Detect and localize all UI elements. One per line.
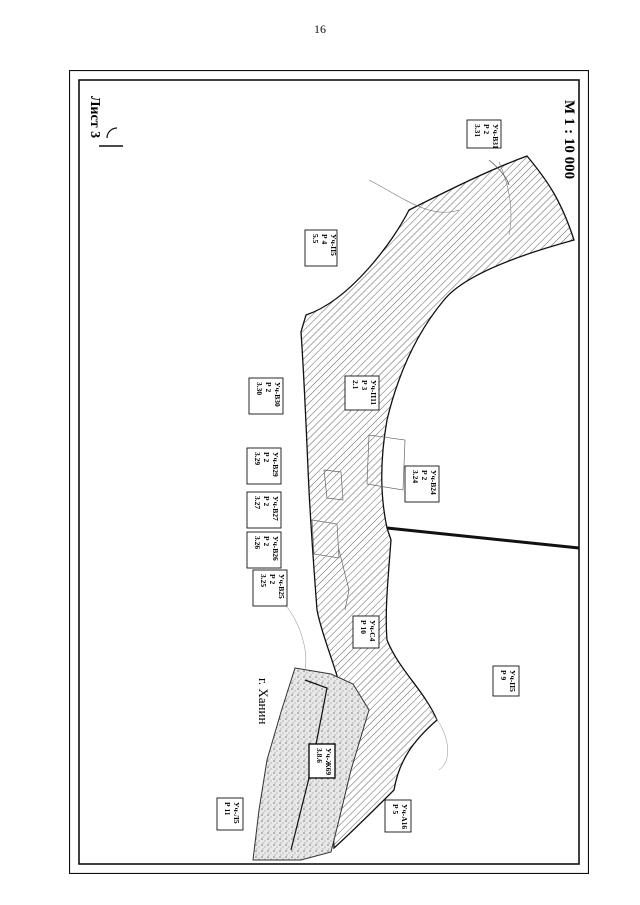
page-number: 16 [314, 22, 326, 36]
parcel-outline [366, 434, 406, 491]
zone-code: 3.24 [411, 470, 420, 483]
contour-line [498, 161, 512, 236]
zone-parcel: Уч-П5 [329, 234, 338, 256]
contour-line [368, 179, 460, 213]
place-name: г. Ханин [256, 678, 271, 724]
zone-parcel: Уч-В29 [271, 452, 280, 477]
contour-line [428, 709, 448, 771]
zone-label-3-29: 3.29 Р 2 Уч-В29 [246, 447, 282, 485]
parcel-outline [311, 519, 340, 559]
zone-code: 3.29 [253, 452, 262, 465]
zone-label-3-31: 3.31 Р 2 Уч-В31 [466, 119, 502, 149]
zone-label-p9: Р 9 Уч-П5 [492, 665, 520, 697]
zone-label-3-26: 3.26 Р 2 Уч-В26 [246, 531, 282, 569]
leader-line [488, 159, 510, 186]
zone-label-3-27: 3.27 Р 2 Уч-В27 [246, 491, 282, 529]
zone-class: Р 2 [268, 574, 277, 584]
zone-label-3-30: 3.30 Р 2 Уч-В30 [248, 377, 284, 415]
zone-code: 3.25 [259, 574, 268, 587]
zone-parcel: Уч-В24 [429, 470, 438, 495]
zone-code: 5.5 [311, 234, 320, 244]
zone-class: Р 2 [262, 536, 271, 546]
zone-parcel: Уч-В26 [271, 536, 280, 561]
zone-parcel: Уч-П11 [369, 380, 378, 405]
road-line [290, 679, 328, 851]
zone-label-p11: Р 11 Уч-Л5 [216, 797, 244, 831]
map-sheet: Лист 3 М 1 : 10 000 г. Ханин 3.31 Р 2 Уч… [69, 70, 589, 874]
zone-class: Р 10 [359, 620, 368, 634]
zone-label-p5: Р 5 Уч-А16 [384, 799, 412, 833]
zone-label-3-24: 3.24 Р 2 Уч-В24 [404, 465, 440, 503]
zone-class: Р 9 [499, 670, 508, 680]
zone-parcel: Уч-В30 [273, 382, 282, 407]
parcel-outline [323, 469, 344, 501]
zone-code: 3.27 [253, 496, 262, 509]
zone-parcel: Уч-Ж69 [324, 748, 333, 775]
zone-parcel: Уч-П5 [508, 670, 517, 692]
zone-class: Р 11 [223, 802, 232, 816]
map-scale: М 1 : 10 000 [561, 100, 577, 179]
zone-code: 3.31 [473, 124, 482, 137]
zone-code: 3.26 [253, 536, 262, 549]
zone-parcel: Уч-В31 [491, 124, 500, 149]
zone-code: 3.8.6 [315, 748, 324, 763]
zone-label-3-25: 3.25 Р 2 Уч-В25 [252, 569, 288, 607]
zone-class: Р 3 [360, 380, 369, 390]
zone-class: Р 2 [420, 470, 429, 480]
map-canvas: Лист 3 М 1 : 10 000 г. Ханин 3.31 Р 2 Уч… [69, 70, 589, 874]
zone-class: Р 2 [482, 124, 491, 134]
zone-label-3-8-6: 3.8.6 Уч-Ж69 [308, 743, 336, 779]
zone-class: Р 2 [262, 496, 271, 506]
zone-code: 3.30 [255, 382, 264, 395]
zone-class: Р 4 [320, 234, 329, 244]
zone-parcel: Уч-В25 [277, 574, 286, 599]
zone-label-5-5: 5.5 Р 4 Уч-П5 [304, 229, 338, 267]
zone-label-p10: Р 10 Уч-С4 [352, 615, 380, 649]
zone-class: Р 2 [264, 382, 273, 392]
zone-parcel: Уч-В27 [271, 496, 280, 521]
compass-icon [99, 127, 123, 147]
zone-code: 2.1 [351, 380, 360, 390]
zone-label-2-1: 2.1 Р 3 Уч-П11 [344, 375, 380, 411]
sheet-title: Лист 3 [87, 96, 102, 138]
zone-class: Р 5 [391, 804, 400, 814]
boundary-line-east [386, 526, 580, 550]
parcel-outline [338, 549, 350, 611]
zone-parcel: Уч-С4 [368, 620, 377, 642]
map-border [78, 79, 580, 865]
zone-parcel: Уч-А16 [400, 804, 409, 829]
hatched-corridor [300, 155, 575, 850]
zone-class: Р 2 [262, 452, 271, 462]
zone-parcel: Уч-Л5 [232, 802, 241, 824]
